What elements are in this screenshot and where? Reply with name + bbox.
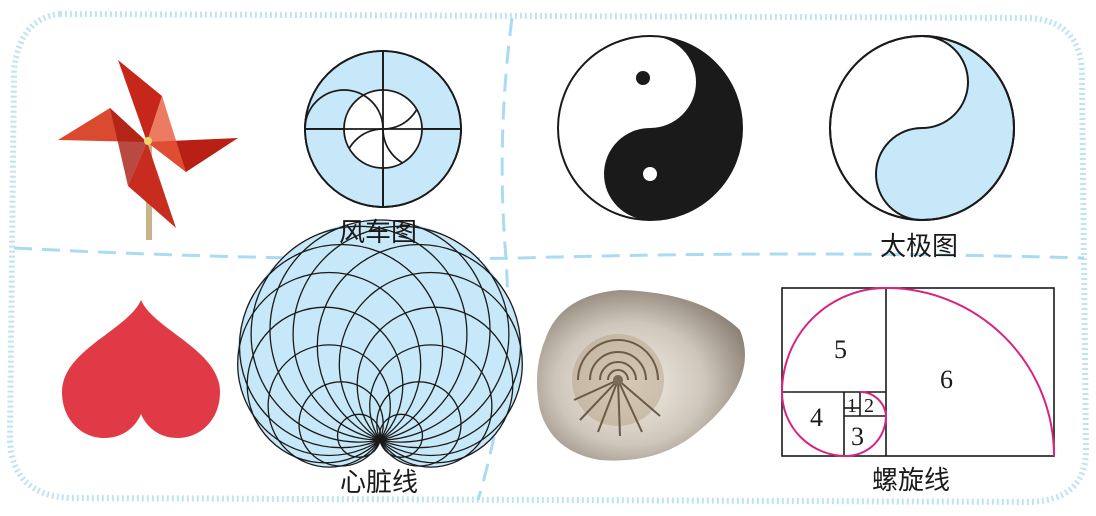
cardioid-circle — [237, 271, 422, 457]
fibonacci-spiral-diagram: 1 2 3 4 5 6 — [780, 286, 1055, 458]
cardioid-fill — [237, 220, 523, 468]
spiral-curve — [780, 286, 1055, 458]
cardioid-circle — [338, 271, 523, 457]
spiral-square-2: 2 — [864, 395, 874, 417]
spiral-outer-rect — [781, 287, 1055, 457]
outer-frame — [6, 10, 1090, 506]
cardioid-diagram — [237, 219, 523, 468]
spiral-square-6: 6 — [940, 365, 953, 394]
pinwheel-picture — [58, 60, 238, 240]
cardioid-caption: 心脏线 — [340, 468, 419, 498]
heart-shape — [62, 300, 220, 438]
nautilus-shell-picture — [536, 290, 745, 461]
spiral-caption: 螺旋线 — [872, 466, 951, 496]
cardioid-circle — [267, 344, 391, 468]
taiji-diagram — [829, 35, 1015, 222]
cardioid-circle — [292, 225, 510, 443]
pinwheel-caption: 风车图 — [339, 218, 418, 248]
cardioid-circle — [250, 225, 468, 443]
spiral-square-3: 3 — [851, 422, 864, 451]
cardioid-circle — [336, 413, 382, 458]
spiral-square-5: 5 — [834, 335, 847, 364]
cardioid-circle — [369, 344, 493, 468]
spiral-square-1: 1 — [847, 395, 857, 417]
horizontal-divider — [13, 246, 1085, 261]
cardioid-circle — [378, 413, 424, 458]
yin-yang-symbol — [557, 35, 743, 221]
spiral-square-4: 4 — [810, 403, 823, 432]
cardioid-circle — [238, 243, 444, 449]
pinwheel-diagram — [304, 50, 462, 208]
taiji-caption: 太极图 — [880, 232, 959, 262]
